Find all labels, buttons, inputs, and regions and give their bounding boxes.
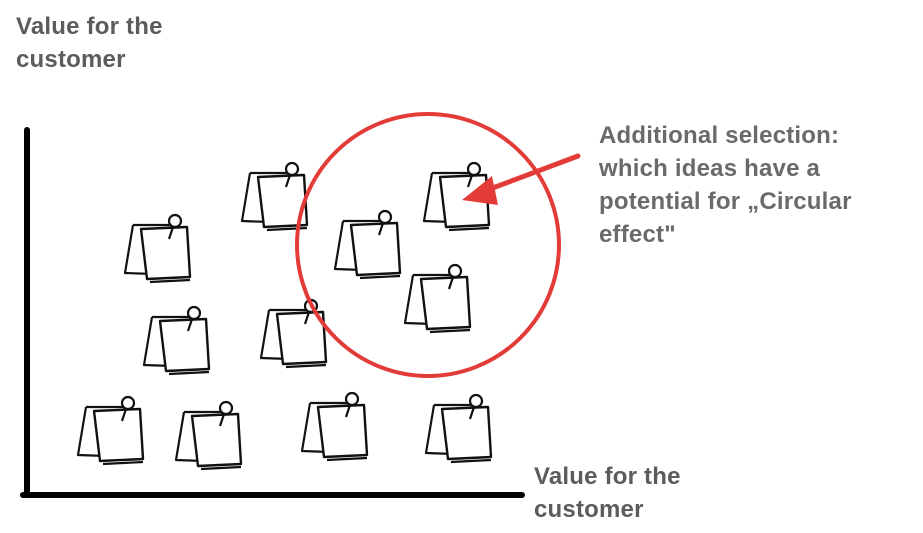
selection-circle <box>295 112 561 378</box>
y-axis-label-line-1: Value for the <box>16 13 163 40</box>
annotation-line-1: Additional selection: <box>599 122 840 149</box>
sticky-note-icon <box>333 209 402 280</box>
x-axis-label-line-2: customer <box>534 496 644 523</box>
sticky-note-icon <box>240 161 309 232</box>
annotation-line-3: potential for „Circular <box>599 188 852 215</box>
annotation-arrow <box>479 153 581 195</box>
x-axis-label-line-1: Value for the <box>534 463 681 490</box>
annotation-arrow-head <box>462 176 498 205</box>
y-axis-label-line-2: customer <box>16 46 126 73</box>
x-axis-label: Value for the customer <box>534 460 681 526</box>
annotation-line-4: effect" <box>599 221 676 248</box>
annotation-text: Additional selection: which ideas have a… <box>599 119 852 251</box>
sticky-note-icon <box>142 305 211 376</box>
sticky-note-icon <box>300 391 369 462</box>
sticky-note-icon <box>424 393 493 464</box>
sticky-note-icon <box>174 400 243 471</box>
sticky-note-icon <box>76 395 145 466</box>
annotation-line-2: which ideas have a <box>599 155 821 182</box>
sticky-note-icon <box>403 263 472 334</box>
y-axis-label: Value for the customer <box>16 10 163 76</box>
sticky-note-icon <box>123 213 192 284</box>
